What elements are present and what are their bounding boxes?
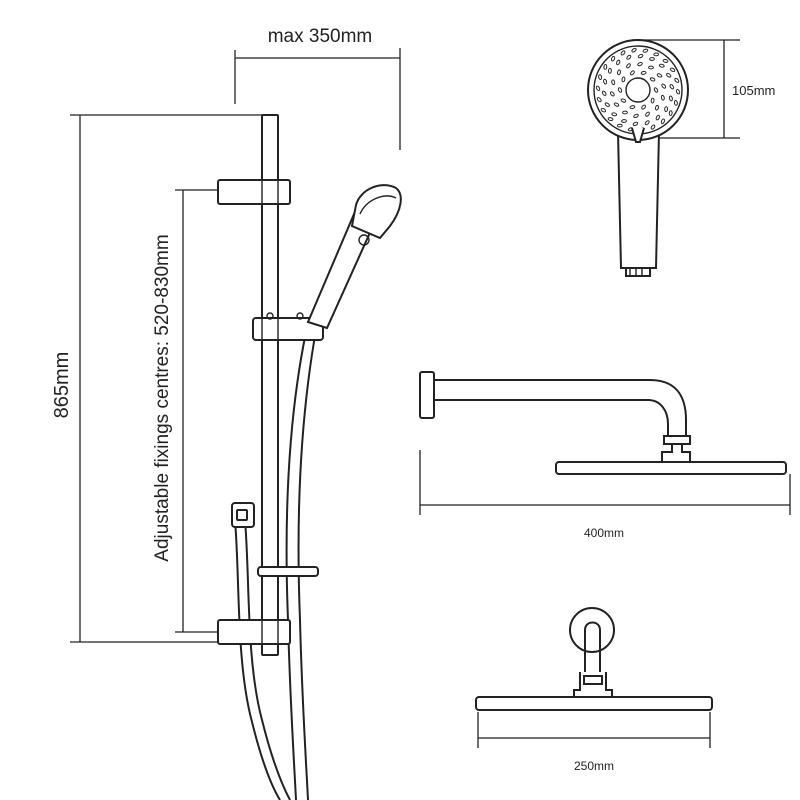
spray-nozzle	[611, 79, 616, 86]
fixing-centres-dimension: Adjustable fixings centres: 520-830mm	[152, 189, 218, 633]
handset-face	[587, 39, 689, 141]
handset-head	[350, 184, 402, 240]
spray-nozzle	[637, 53, 644, 59]
spray-nozzle	[600, 107, 607, 113]
spray-nozzle	[658, 63, 665, 68]
spray-nozzle	[656, 73, 663, 78]
spray-nozzle	[613, 102, 620, 107]
front-wall-flange	[569, 607, 615, 653]
spray-nozzle	[669, 84, 675, 90]
spray-nozzle	[617, 87, 623, 93]
spray-nozzle	[617, 69, 621, 76]
spray-nozzle	[621, 119, 627, 123]
spray-nozzle	[611, 55, 616, 62]
spray-nozzle	[609, 91, 615, 97]
height-dimension-label: 865mm	[51, 352, 73, 419]
spray-nozzle	[674, 77, 680, 83]
spray-nozzle	[664, 106, 669, 113]
fixing-centres-label: Adjustable fixings centres: 520-830mm	[152, 234, 173, 561]
spray-nozzle	[655, 114, 660, 121]
spray-nozzle	[607, 117, 614, 122]
slider-bracket	[252, 317, 324, 341]
riser-rail	[261, 114, 279, 656]
spray-nozzle	[661, 83, 667, 89]
spray-nozzle	[595, 85, 601, 92]
spray-nozzle	[650, 97, 655, 104]
spray-nozzle	[649, 77, 656, 82]
spray-nozzle	[645, 111, 650, 117]
overhead-width-label: 250mm	[574, 759, 614, 773]
wall-flange	[419, 371, 435, 419]
spray-nozzle	[631, 47, 637, 53]
spray-nozzle	[626, 63, 631, 69]
overhead-shower-side-view: 400mm	[419, 371, 791, 540]
spray-nozzle	[644, 120, 650, 126]
spray-nozzle	[653, 52, 660, 57]
spray-nozzle	[603, 78, 608, 85]
spray-nozzle	[660, 94, 665, 101]
spray-nozzle	[668, 110, 673, 116]
spray-nozzle	[603, 64, 608, 70]
spray-nozzle	[666, 73, 672, 78]
width-dimension: max 350mm	[234, 26, 401, 150]
spray-nozzle	[648, 65, 654, 70]
spray-nozzle	[596, 97, 602, 103]
arm-length-label: 400mm	[584, 526, 624, 540]
bottom-wall-bracket	[217, 619, 291, 645]
spray-nozzle	[604, 102, 610, 107]
spray-nozzle	[668, 95, 673, 102]
spray-nozzle	[650, 124, 656, 130]
spray-nozzle	[626, 54, 632, 60]
spray-nozzle	[621, 76, 626, 83]
spray-nozzle	[611, 112, 618, 117]
top-wall-bracket	[217, 179, 291, 205]
spray-nozzle	[632, 121, 639, 127]
spray-nozzle	[649, 57, 655, 61]
handset-front-view: 105mm	[587, 39, 775, 277]
spray-nozzle	[642, 48, 649, 53]
spray-nozzle	[633, 113, 639, 119]
spray-nozzle	[616, 123, 623, 128]
spray-nozzle	[620, 50, 626, 56]
handset-diameter-label: 105mm	[732, 83, 775, 98]
spray-nozzle	[601, 90, 607, 96]
height-dimension: 865mm	[51, 114, 262, 643]
spray-nozzle	[620, 98, 627, 103]
spray-nozzle	[607, 67, 612, 74]
spray-nozzle	[629, 70, 635, 76]
overhead-shower-head-front	[475, 696, 713, 711]
spray-nozzle	[673, 100, 678, 106]
spray-nozzle	[660, 118, 665, 125]
riser-rail-kit	[217, 114, 402, 800]
spray-nozzle	[669, 67, 676, 73]
spray-nozzle	[653, 87, 659, 93]
width-dimension-label: max 350mm	[268, 26, 373, 47]
spray-nozzle	[641, 104, 647, 110]
spray-nozzle	[640, 70, 647, 75]
spray-nozzle	[598, 74, 603, 80]
spray-nozzle	[616, 59, 621, 66]
hose-retaining-ring	[257, 566, 319, 577]
spray-nozzle	[637, 61, 643, 67]
spray-nozzle	[629, 105, 636, 110]
spray-nozzle	[675, 88, 681, 95]
overhead-shower-head-side	[555, 461, 787, 475]
spray-nozzle	[622, 110, 628, 115]
handset-front-handle	[616, 131, 661, 269]
overhead-shower-front-view: 250mm	[475, 607, 713, 773]
spray-nozzle	[662, 58, 669, 63]
spray-nozzle	[655, 104, 659, 111]
